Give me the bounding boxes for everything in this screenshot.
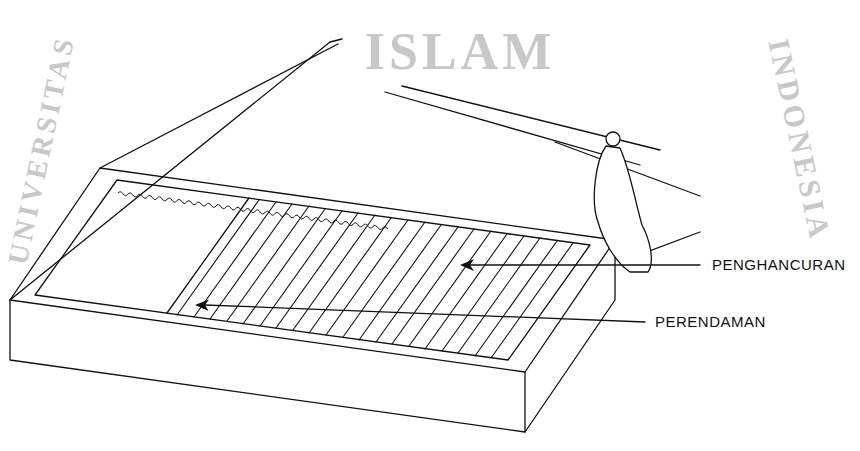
tank-rim [10,168,615,372]
part-label: PERENDAMAN [655,314,766,331]
worker-head [606,132,620,146]
tank-side-face [525,240,615,432]
leader-line [205,305,645,322]
water-line [118,192,387,230]
part-label: PENGHANCURAN [712,257,846,274]
lid-line [100,44,338,168]
watermark-text: UNIVERSITAS [3,33,82,268]
back-rim-line [402,86,660,150]
basin-divider [167,198,249,313]
tank-front-face [10,300,525,432]
leader-arrowhead [195,300,209,312]
worker-figure [594,146,651,272]
basin-outline [35,180,590,360]
grate-slats [177,200,573,358]
leader-arrowhead [460,259,474,271]
watermark-text: INDONESIA [762,36,837,244]
watermark-text: ISLAM [365,23,555,80]
leader-line [470,264,700,265]
